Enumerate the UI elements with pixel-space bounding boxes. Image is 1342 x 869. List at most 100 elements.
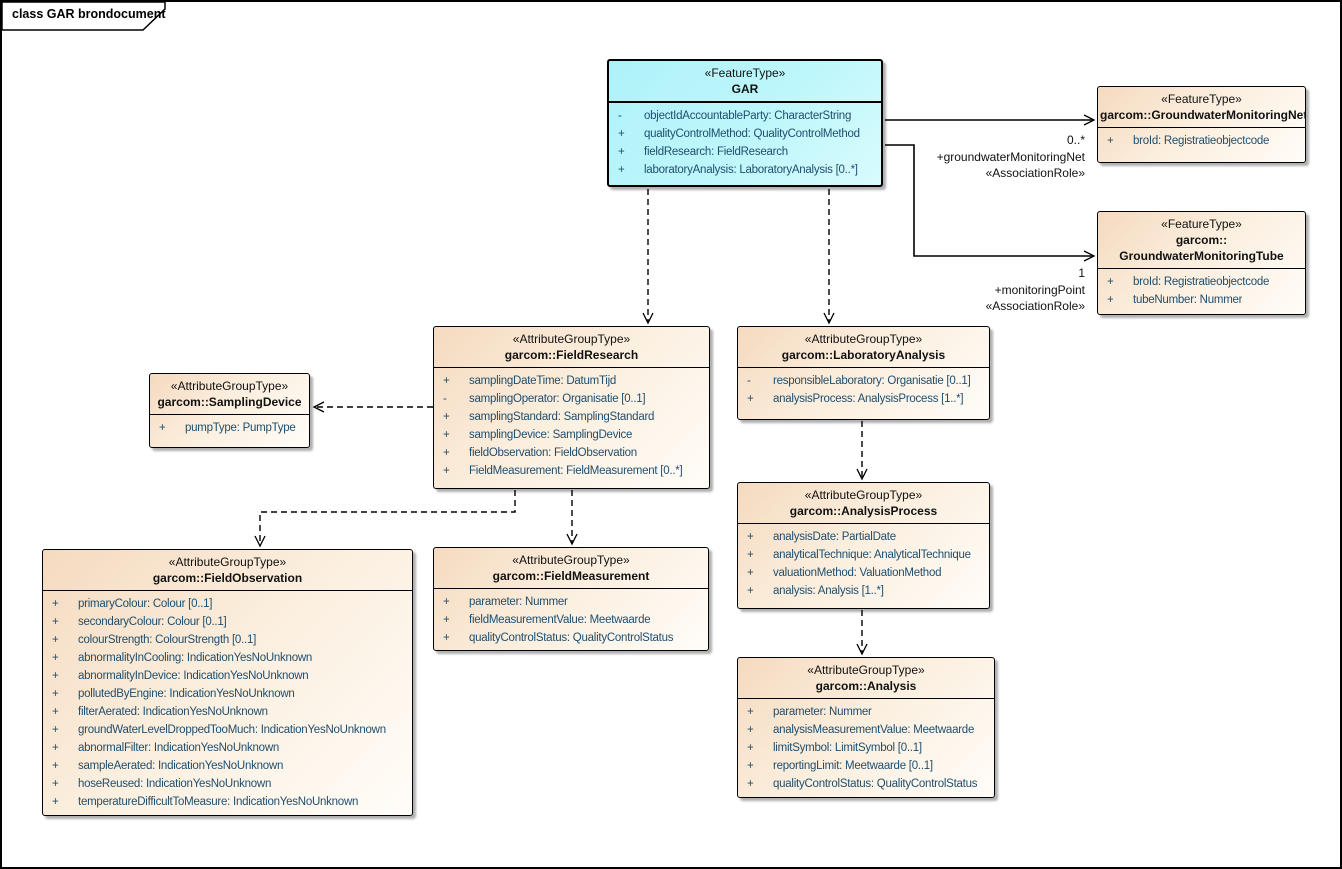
class-groundwatermonitoringtube[interactable]: «FeatureType» garcom:: GroundwaterMonito… xyxy=(1097,211,1306,315)
class-fieldmeasurement[interactable]: «AttributeGroupType» garcom::FieldMeasur… xyxy=(433,547,709,651)
attribute-text: qualityControlMethod: QualityControlMeth… xyxy=(644,128,860,140)
attributes-compartment: +primaryColour: Colour [0..1]+secondaryC… xyxy=(43,591,412,815)
visibility-symbol: + xyxy=(443,632,450,644)
role-label-tube: +monitoringPoint xyxy=(994,283,1085,297)
attribute-text: fieldMeasurementValue: Meetwaarde xyxy=(469,614,651,626)
attribute-text: colourStrength: ColourStrength [0..1] xyxy=(78,634,257,646)
stereotype-label: «AttributeGroupType» xyxy=(168,555,287,569)
attributes-compartment: +analysisDate: PartialDate+analyticalTec… xyxy=(738,524,989,608)
attribute-row: + colourStrength: ColourStrength [0..1] xyxy=(43,631,410,649)
stereotype-label: «AttributeGroupType» xyxy=(170,379,289,393)
attribute-text: limitSymbol: LimitSymbol [0..1] xyxy=(773,742,922,754)
stereotype-label: «FeatureType» xyxy=(704,66,786,80)
class-header: «AttributeGroupType» garcom::FieldMeasur… xyxy=(434,548,708,589)
attribute-row: +samplingDevice: SamplingDevice xyxy=(434,426,707,444)
visibility-symbol: + xyxy=(747,724,754,736)
attribute-row: +abnormalityInCooling: IndicationYesNoUn… xyxy=(43,649,410,667)
attribute-text: reportingLimit: Meetwaarde [0..1] xyxy=(773,760,933,772)
class-header: «FeatureType» garcom:: GroundwaterMonito… xyxy=(1098,212,1305,269)
attribute-row: +sampleAerated: IndicationYesNoUnknown xyxy=(43,757,410,775)
class-name: garcom::LaboratoryAnalysis xyxy=(781,348,946,362)
visibility-symbol: + xyxy=(747,742,754,754)
attribute-text: filterAerated: IndicationYesNoUnknown xyxy=(78,706,268,718)
class-samplingdevice[interactable]: «AttributeGroupType» garcom::SamplingDev… xyxy=(149,373,310,448)
class-header: «FeatureType» garcom::GroundwaterMonitor… xyxy=(1098,87,1305,128)
attribute-row: +parameter: Nummer xyxy=(434,593,706,611)
class-gar[interactable]: «FeatureType» GAR -objectIdAccountablePa… xyxy=(607,59,883,187)
associationrole-stereotype-net: «AssociationRole» xyxy=(985,166,1085,180)
visibility-symbol: + xyxy=(52,796,59,808)
attribute-text: FieldMeasurement: FieldMeasurement [0..*… xyxy=(469,465,683,477)
class-name: garcom::FieldObservation xyxy=(152,571,303,585)
visibility-symbol: - xyxy=(443,393,447,405)
attributes-compartment: +parameter: Nummer+analysisMeasurementVa… xyxy=(738,699,994,797)
attributes-compartment: +parameter: Nummer+fieldMeasurementValue… xyxy=(434,589,708,650)
class-fieldobservation[interactable]: «AttributeGroupType» garcom::FieldObserv… xyxy=(42,549,413,816)
class-header: «AttributeGroupType» garcom::AnalysisPro… xyxy=(738,483,989,524)
attribute-row: +parameter: Nummer xyxy=(738,703,992,721)
attribute-text: valuationMethod: ValuationMethod xyxy=(773,567,942,579)
attribute-row: +fieldResearch: FieldResearch xyxy=(609,143,879,161)
visibility-symbol: + xyxy=(1107,294,1114,306)
attribute-row: +pumpType: PumpType xyxy=(150,419,307,437)
attribute-row: +samplingDateTime: DatumTijd xyxy=(434,372,707,390)
stereotype-label: «FeatureType» xyxy=(1161,217,1242,231)
attribute-row: +analysisDate: PartialDate xyxy=(738,528,987,546)
attribute-text: broId: Registratieobjectcode xyxy=(1133,276,1270,288)
stereotype-label: «AttributeGroupType» xyxy=(804,488,923,502)
attribute-text: analysis: Analysis [1..*] xyxy=(773,585,884,597)
attribute-text: qualityControlStatus: QualityControlStat… xyxy=(469,632,674,644)
attribute-row: +samplingStandard: SamplingStandard xyxy=(434,408,707,426)
attribute-row: +analyticalTechnique: AnalyticalTechniqu… xyxy=(738,546,987,564)
visibility-symbol: + xyxy=(443,596,450,608)
attribute-text: samplingDevice: SamplingDevice xyxy=(469,429,633,441)
attribute-row: +analysisMeasurementValue: Meetwaarde xyxy=(738,721,992,739)
visibility-symbol: + xyxy=(618,164,625,176)
attribute-row: +primaryColour: Colour [0..1] xyxy=(43,595,410,613)
class-analysisprocess[interactable]: «AttributeGroupType» garcom::AnalysisPro… xyxy=(737,482,990,609)
class-fieldresearch[interactable]: «AttributeGroupType» garcom::FieldResear… xyxy=(433,326,710,489)
attribute-row: -samplingOperator: Organisatie [0..1] xyxy=(434,390,707,408)
class-name: garcom::FieldMeasurement xyxy=(492,569,650,583)
class-name: GAR xyxy=(731,82,759,96)
visibility-symbol: + xyxy=(52,652,59,664)
attributes-compartment: +samplingDateTime: DatumTijd-samplingOpe… xyxy=(434,368,709,488)
visibility-symbol: + xyxy=(747,549,754,561)
class-header: «FeatureType» GAR xyxy=(609,61,881,103)
attribute-row: +analysisProcess: AnalysisProcess [1..*] xyxy=(738,390,987,408)
visibility-symbol: + xyxy=(443,411,450,423)
attribute-row: +broId: Registratieobjectcode xyxy=(1098,273,1303,291)
visibility-symbol: + xyxy=(747,585,754,597)
attribute-text: qualityControlStatus: QualityControlStat… xyxy=(773,778,978,790)
class-name: garcom::SamplingDevice xyxy=(157,395,302,409)
attributes-compartment: -objectIdAccountableParty: CharacterStri… xyxy=(609,103,881,185)
class-analysis[interactable]: «AttributeGroupType» garcom::Analysis +p… xyxy=(737,657,995,798)
attribute-text: fieldResearch: FieldResearch xyxy=(644,146,788,158)
visibility-symbol: + xyxy=(443,447,450,459)
attribute-row: +groundWaterLevelDroppedTooMuch: Indicat… xyxy=(43,721,410,739)
class-name: garcom::GroundwaterMonitoringNet xyxy=(1100,108,1306,122)
class-laboratoryanalysis[interactable]: «AttributeGroupType» garcom::LaboratoryA… xyxy=(737,326,990,420)
attribute-row: +secondaryColour: Colour [0..1] xyxy=(43,613,410,631)
visibility-symbol: + xyxy=(52,616,59,628)
attributes-compartment: -responsibleLaboratory: Organisatie [0..… xyxy=(738,368,989,419)
attribute-text: analysisDate: PartialDate xyxy=(773,531,896,543)
attribute-row: + tubeNumber: Nummer xyxy=(1098,291,1303,309)
visibility-symbol: + xyxy=(52,670,59,682)
visibility-symbol: + xyxy=(52,598,59,610)
visibility-symbol: + xyxy=(52,634,59,646)
diagram-title: class GAR brondocument xyxy=(12,7,166,21)
attribute-row: +reportingLimit: Meetwaarde [0..1] xyxy=(738,757,992,775)
visibility-symbol: + xyxy=(443,465,450,477)
class-groundwatermonitoringnet[interactable]: «FeatureType» garcom::GroundwaterMonitor… xyxy=(1097,86,1306,163)
visibility-symbol: + xyxy=(52,778,59,790)
attribute-text: fieldObservation: FieldObservation xyxy=(469,447,637,459)
multiplicity-label-net: 0..* xyxy=(1066,133,1085,147)
frame-tab-shape xyxy=(2,2,166,31)
attribute-text: responsibleLaboratory: Organisatie [0..1… xyxy=(773,375,971,387)
attribute-text: groundWaterLevelDroppedTooMuch: Indicati… xyxy=(78,724,386,736)
attribute-text: analysisProcess: AnalysisProcess [1..*] xyxy=(773,393,964,405)
class-header: «AttributeGroupType» garcom::Analysis xyxy=(738,658,994,699)
attribute-text: abnormalFilter: IndicationYesNoUnknown xyxy=(78,742,280,754)
attribute-text: tubeNumber: Nummer xyxy=(1133,294,1243,306)
